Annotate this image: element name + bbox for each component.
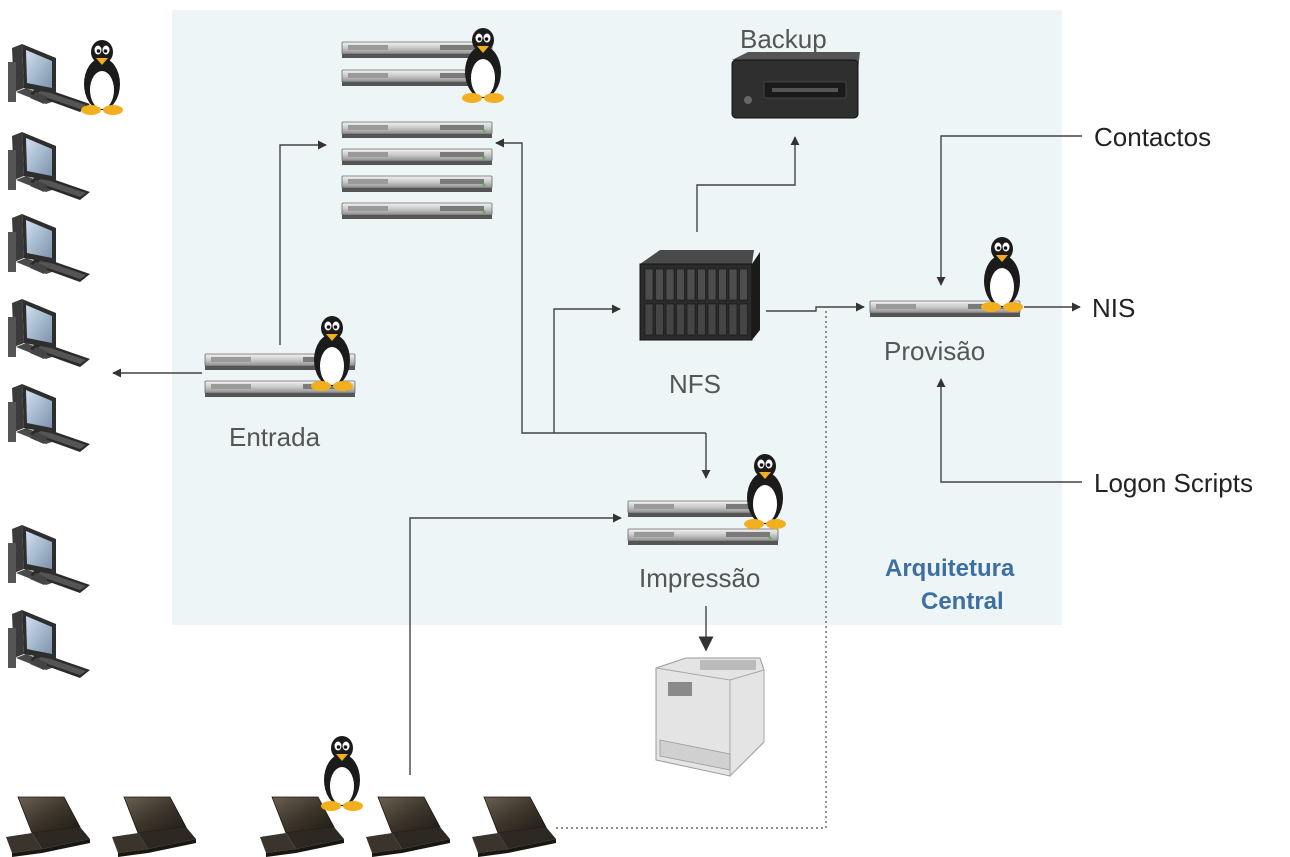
blade-slot <box>728 268 738 301</box>
nis-label: NIS <box>1092 293 1135 323</box>
blade-slots <box>644 268 748 336</box>
connector-nfs-to-backup <box>696 136 800 232</box>
laptop-icon <box>111 796 197 857</box>
nfs-label: NFS <box>669 369 721 399</box>
zone-title-line1: Arquitetura <box>885 555 1015 582</box>
blade-slot <box>655 268 664 301</box>
central-zone <box>172 10 1062 625</box>
blade-slot <box>676 303 685 336</box>
blade-slot <box>655 303 664 336</box>
connector-contactos-to-provisao <box>936 135 1082 286</box>
connectors <box>112 135 1082 829</box>
blade-slot <box>644 303 654 336</box>
connector-nfs-to-provisao <box>766 302 865 312</box>
blade-slot <box>697 268 706 301</box>
entrada-server: Entrada <box>204 316 356 452</box>
blade-slot <box>728 303 738 336</box>
zone-title-line2: Central <box>921 588 1004 615</box>
blade-slot <box>718 268 727 301</box>
desktop-workstation-icon <box>8 610 90 678</box>
laptop-icon <box>5 796 91 857</box>
backup-label: Backup <box>740 24 827 54</box>
desktop-workstation-icon <box>8 525 90 593</box>
impressao-label: Impressão <box>639 563 760 593</box>
blade-slot <box>707 268 717 301</box>
provisao-server: Provisão <box>869 237 1023 366</box>
desktop-workstation-icon <box>8 299 90 367</box>
backup-tape-drive: Backup <box>731 24 860 119</box>
server-icon <box>341 148 493 166</box>
desktop-workstation-icon <box>8 384 90 452</box>
server-icon <box>627 528 779 546</box>
connector-hub-to-cluster <box>495 138 706 434</box>
desktop-workstation-icon <box>8 44 90 112</box>
nfs-blade-chassis: NFS <box>639 250 760 399</box>
server-icon <box>341 121 493 139</box>
connector-hub-to-nfs <box>553 304 621 433</box>
connector-laptop-to-impressao <box>409 513 622 775</box>
laptop-icon <box>471 796 557 857</box>
laptop-icon <box>365 796 451 857</box>
blade-slot <box>686 303 696 336</box>
laptops <box>5 736 557 857</box>
workstations <box>8 40 123 678</box>
provisao-label: Provisão <box>884 336 985 366</box>
blade-slot <box>739 268 748 301</box>
blade-slot <box>739 303 748 336</box>
connector-laptop-to-provisao-dotted <box>556 307 827 829</box>
blade-slot <box>707 303 717 336</box>
logon-scripts-label: Logon Scripts <box>1094 468 1253 498</box>
server-icon <box>341 202 493 220</box>
connector-logon-to-provisao <box>936 378 1082 483</box>
server-cluster-top <box>341 28 504 220</box>
contactos-label: Contactos <box>1094 122 1211 152</box>
blade-slot <box>644 268 654 301</box>
server-icon <box>341 175 493 193</box>
desktop-workstation-icon <box>8 132 90 200</box>
blade-slot <box>665 303 675 336</box>
entrada-label: Entrada <box>229 422 321 452</box>
laser-printer-icon <box>655 657 765 778</box>
desktop-workstation-icon <box>8 214 90 282</box>
blade-slot <box>686 268 696 301</box>
blade-slot <box>665 268 675 301</box>
blade-slot <box>676 268 685 301</box>
connector-entrada-to-cluster <box>279 140 327 345</box>
impressao-server: Impressão <box>627 454 786 593</box>
blade-slot <box>718 303 727 336</box>
blade-slot <box>697 303 706 336</box>
linux-penguin-icon <box>321 736 363 811</box>
